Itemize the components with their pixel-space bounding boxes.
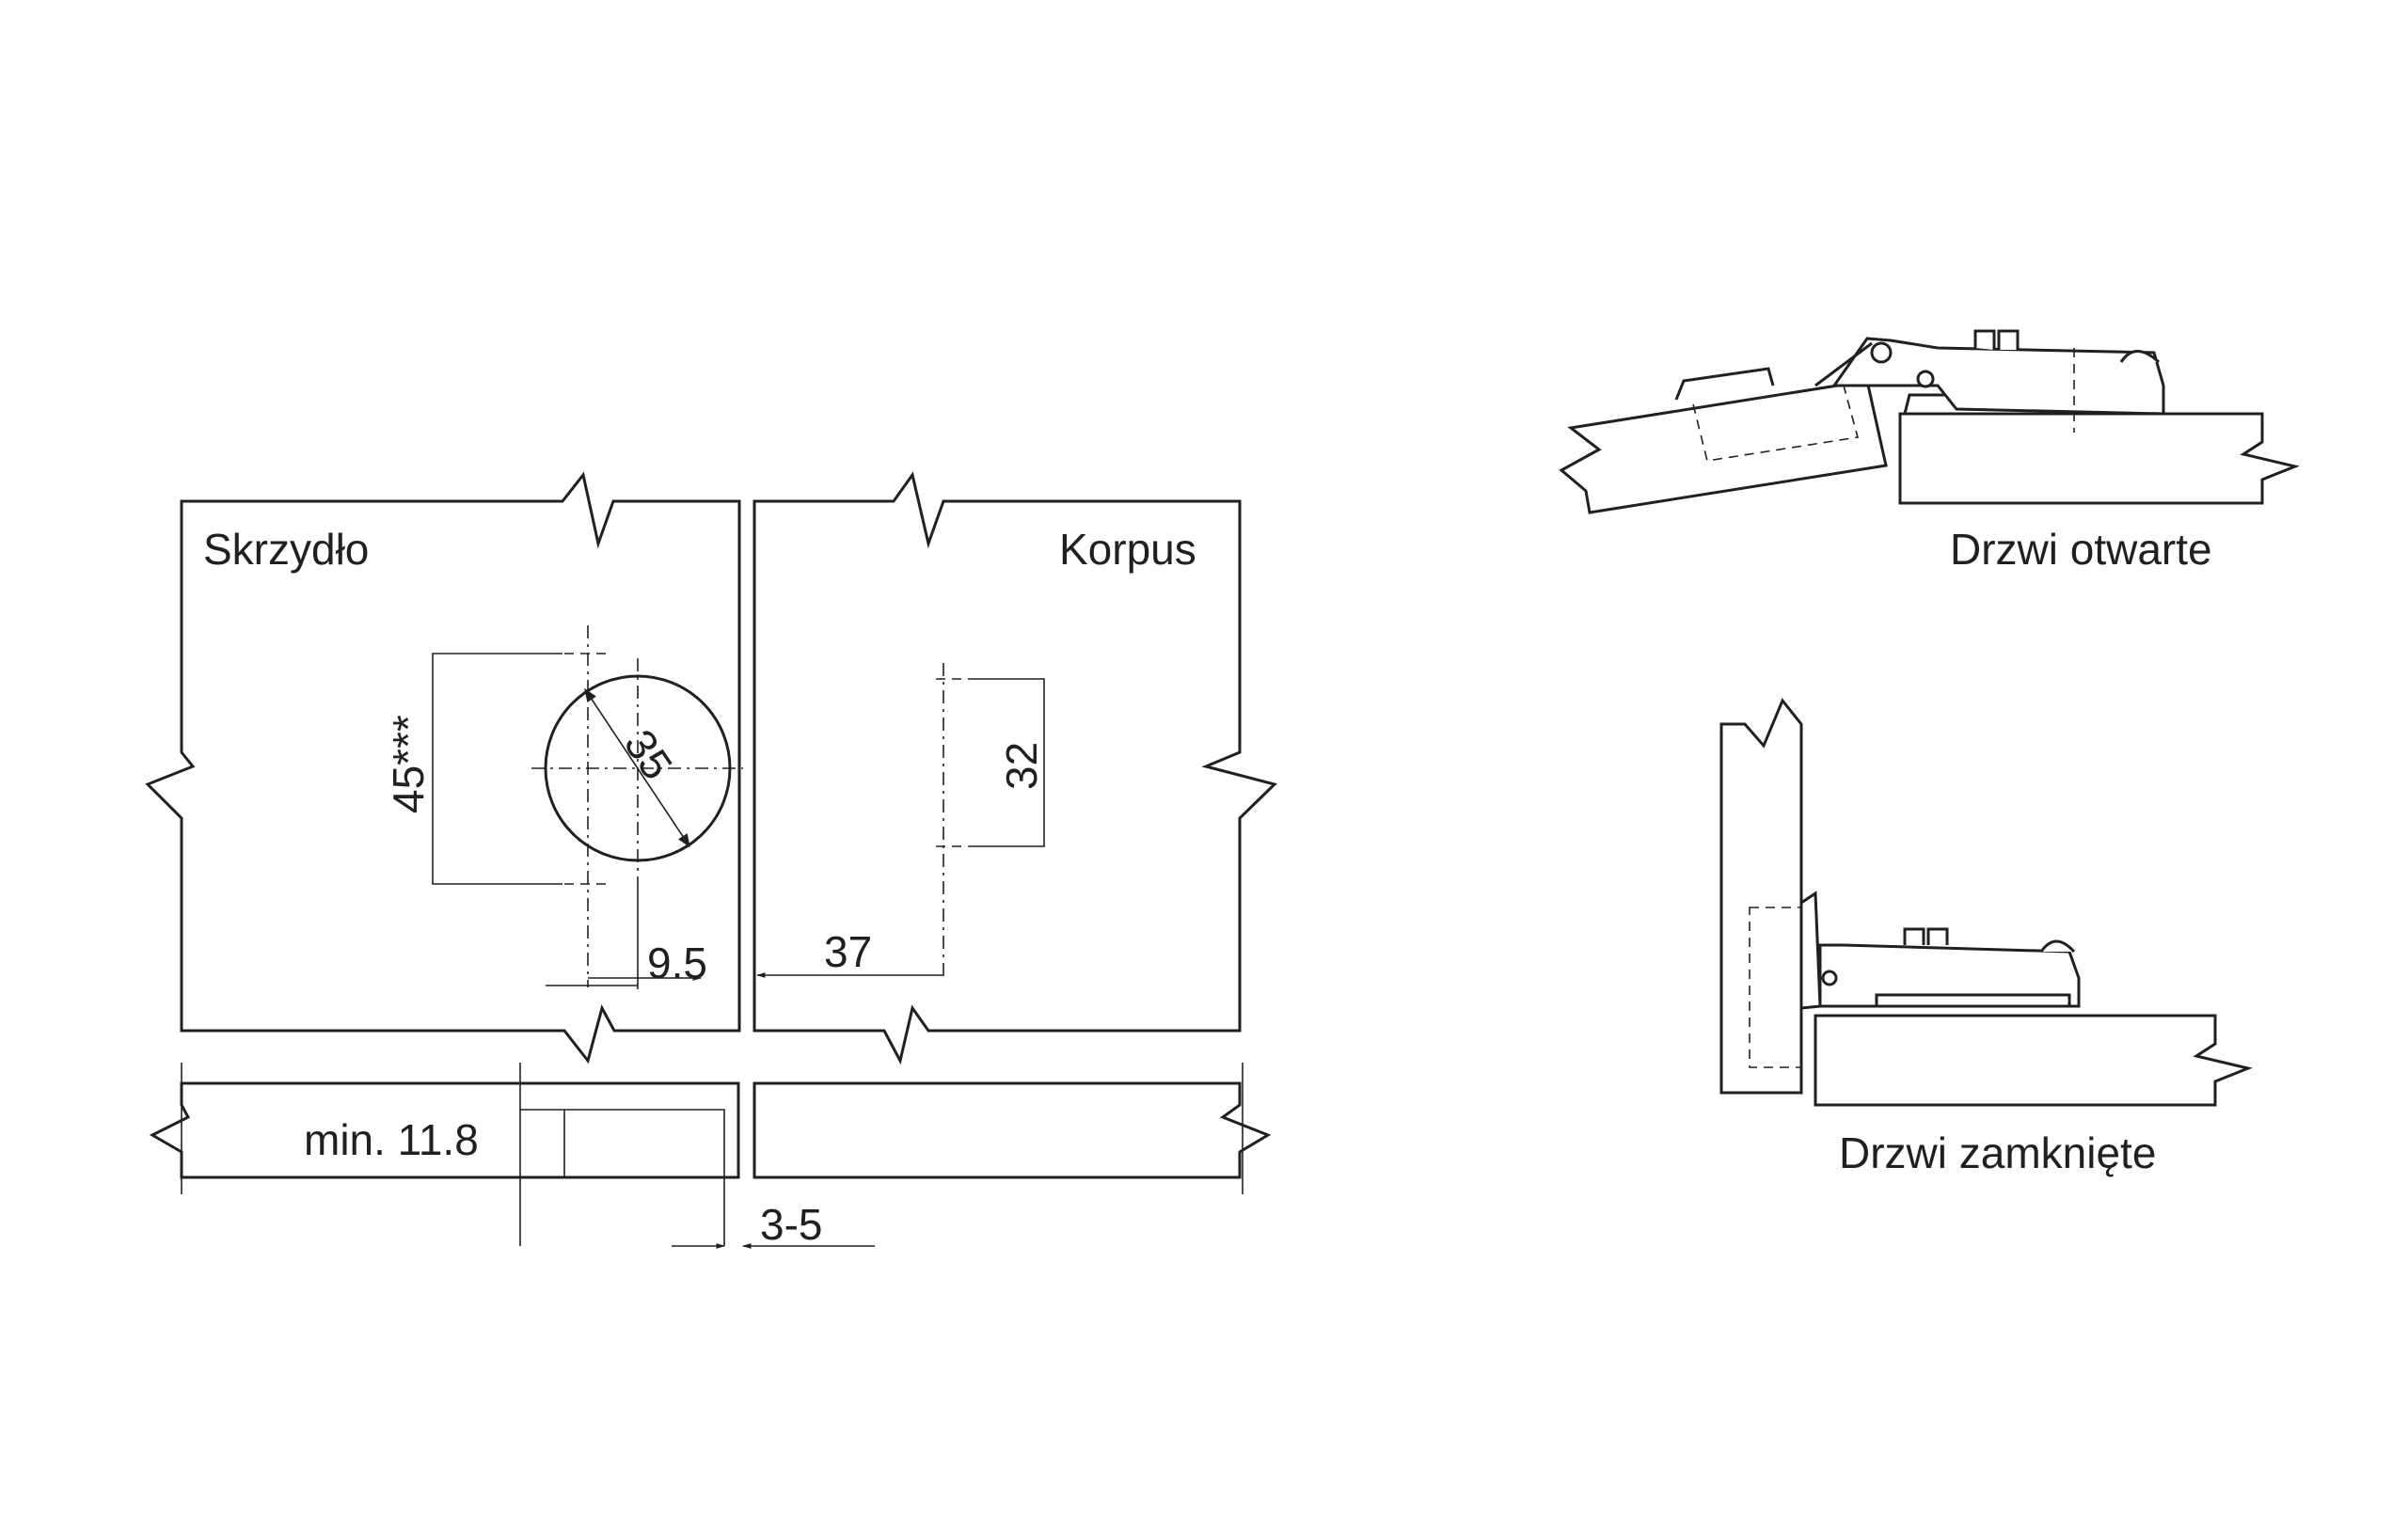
cup-diameter-label: 35 [615,721,683,789]
side-section: min. 11.8 3-5 [149,1063,1272,1249]
body-label: Korpus [1059,525,1196,574]
wing-spacing-label: 45*** [384,715,433,813]
body-panel: Korpus 32 37 [752,471,1277,1065]
plate-edge-label: 37 [824,927,872,976]
drill-gap-label: 3-5 [760,1200,822,1249]
plate-spacing-label: 32 [997,742,1046,790]
door-closed-label: Drzwi zamknięte [1839,1128,2156,1177]
edge-distance-label: 9.5 [647,939,707,987]
wing-label: Skrzydło [203,525,369,574]
min-thickness-label: min. 11.8 [304,1115,479,1164]
wing-panel: Skrzydło 35 45*** 9.5 [145,471,743,1065]
door-open-label: Drzwi otwarte [1950,525,2212,574]
door-open-view: Drzwi otwarte [1559,329,2300,574]
door-closed-view: Drzwi zamknięte [1719,698,2253,1177]
